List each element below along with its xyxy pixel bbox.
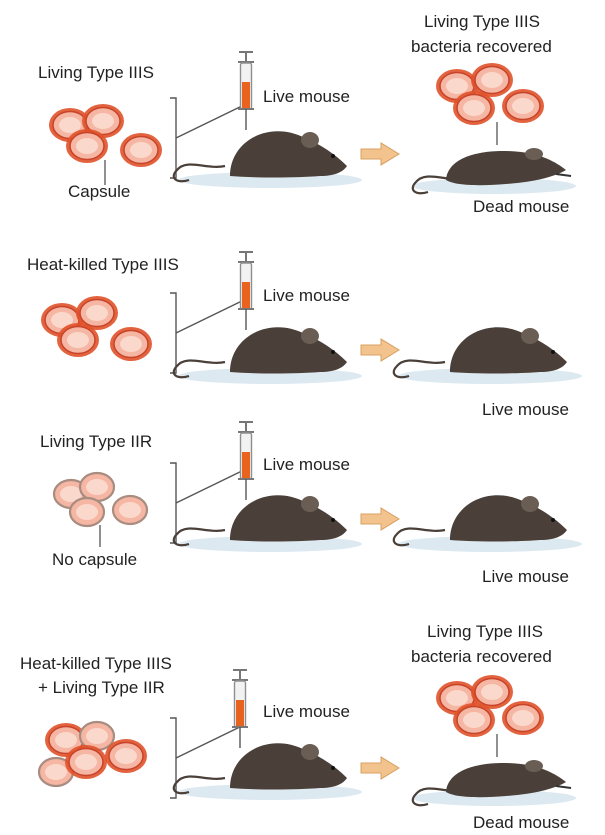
- bacterium: [453, 91, 495, 125]
- syringe-icon: [238, 422, 254, 500]
- live-mouse-icon: [174, 743, 362, 800]
- panel-4-bacteria-label-2: + Living Type IIR: [38, 678, 165, 697]
- panel-4-result-title: Living Type IIIS: [427, 622, 543, 641]
- bacterium: [57, 323, 99, 357]
- panel-4: Heat-killed Type IIIS + Living Type IIR: [20, 622, 576, 832]
- panel-3-bacteria-label: Living Type IIR: [40, 432, 152, 451]
- syringe-icon: [238, 252, 254, 330]
- bacterium: [70, 498, 104, 526]
- bacterium: [120, 133, 162, 167]
- bacterium: [502, 89, 544, 123]
- bacterium: [453, 703, 495, 737]
- arrow-icon: [361, 339, 399, 361]
- panel-1: Living Type IIIS Capsule: [38, 12, 576, 216]
- panel-1-bacteria-cluster: [49, 104, 162, 167]
- panel-3-bacteria-cluster: [54, 473, 147, 526]
- panel-4-injection-label: Live mouse: [263, 702, 350, 721]
- bacterium: [105, 739, 147, 773]
- panel-4-bacteria-cluster: [39, 722, 147, 786]
- panel-4-result-label: Dead mouse: [473, 813, 569, 832]
- arrow-icon: [361, 757, 399, 779]
- arrow-icon: [361, 508, 399, 530]
- bacterium: [113, 496, 147, 524]
- syringe-icon: [238, 52, 254, 130]
- panel-2-bacteria-cluster: [41, 296, 152, 361]
- dead-mouse-icon: [412, 148, 576, 194]
- panel-3-cell-note: No capsule: [52, 550, 137, 569]
- bacterium: [502, 701, 544, 735]
- bacterium: [80, 473, 114, 501]
- live-mouse-icon: [174, 131, 362, 188]
- panel-1-cell-note: Capsule: [68, 182, 130, 201]
- panel-3-result-label: Live mouse: [482, 567, 569, 586]
- panel-1-injection-label: Live mouse: [263, 87, 350, 106]
- bacterium: [66, 129, 108, 163]
- bacterium: [65, 745, 107, 779]
- panel-4-bacteria-label: Heat-killed Type IIIS: [20, 654, 172, 673]
- panel-4-result-subtitle: bacteria recovered: [411, 647, 552, 666]
- live-mouse-icon: [174, 327, 362, 384]
- panel-3-injection-label: Live mouse: [263, 455, 350, 474]
- panel-1-result-title: Living Type IIIS: [424, 12, 540, 31]
- syringe-icon: [232, 670, 248, 748]
- panel-4-recovered-bacteria: [436, 675, 544, 737]
- panel-2: Heat-killed Type IIIS Live mous: [27, 252, 582, 419]
- dead-mouse-icon: [412, 760, 576, 806]
- panel-1-recovered-bacteria: [436, 63, 544, 125]
- panel-2-result-label: Live mouse: [482, 400, 569, 419]
- panel-1-result-label: Dead mouse: [473, 197, 569, 216]
- live-mouse-icon: [394, 495, 582, 552]
- panel-3: Living Type IIR No capsule Live mouse: [40, 422, 582, 586]
- live-mouse-icon: [174, 495, 362, 552]
- panel-2-injection-label: Live mouse: [263, 286, 350, 305]
- panel-1-result-subtitle: bacteria recovered: [411, 37, 552, 56]
- live-mouse-icon: [394, 327, 582, 384]
- panel-2-bacteria-label: Heat-killed Type IIIS: [27, 255, 179, 274]
- arrow-icon: [361, 143, 399, 165]
- panel-1-bacteria-label: Living Type IIIS: [38, 63, 154, 82]
- bacterium: [110, 327, 152, 361]
